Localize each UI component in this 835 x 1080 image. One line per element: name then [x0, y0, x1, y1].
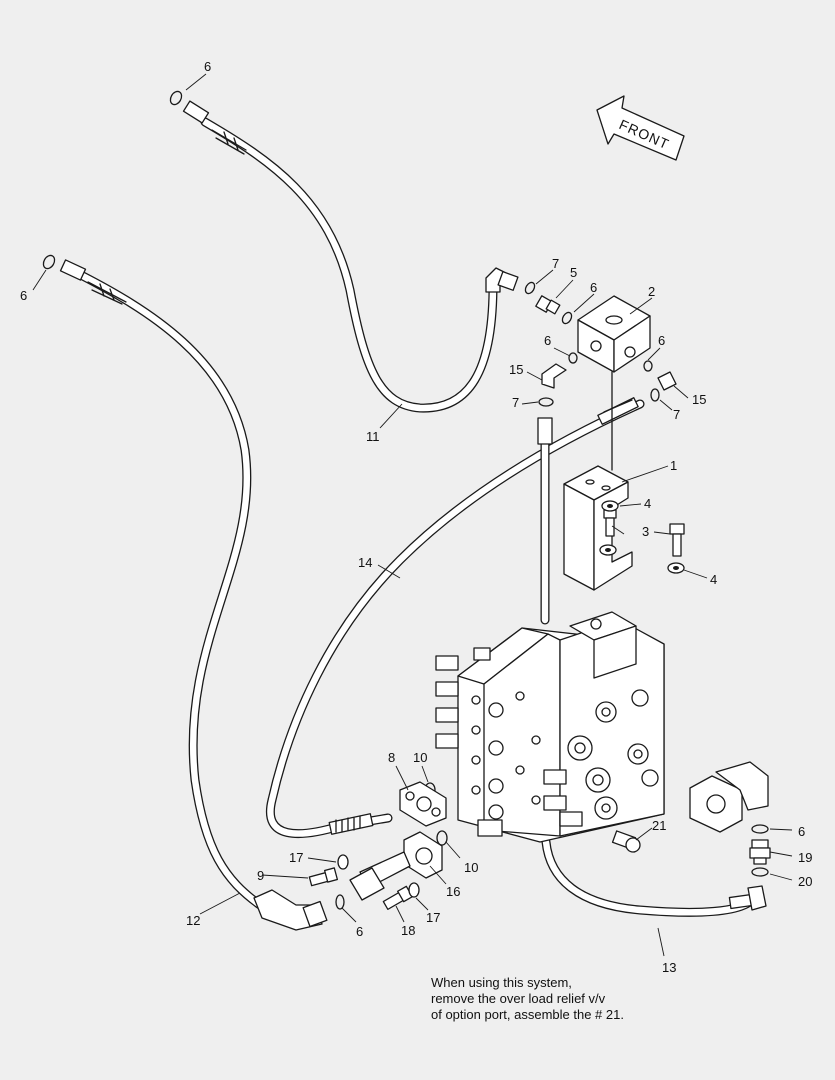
hose-12 — [59, 259, 328, 931]
washer-17a — [337, 854, 349, 870]
valve-spool-caps — [435, 647, 491, 749]
bracket-1 — [563, 465, 633, 591]
bolt-9 — [308, 867, 339, 887]
callout-6: 6 — [356, 924, 363, 939]
o-rings — [42, 90, 769, 910]
callout-7: 7 — [512, 395, 519, 410]
callout-13: 13 — [662, 960, 676, 975]
callout-1: 1 — [670, 458, 677, 473]
elbow-15a — [541, 363, 567, 389]
valve-face-holes — [471, 691, 541, 820]
callout-10: 10 — [464, 860, 478, 875]
callout-2: 2 — [648, 284, 655, 299]
flange-8 — [399, 781, 447, 827]
fitting-5 — [535, 295, 561, 315]
callout-numbers: 6 6 7 5 6 2 6 6 15 15 7 7 11 1 4 3 14 4 … — [20, 59, 812, 975]
callout-6: 6 — [590, 280, 597, 295]
callout-9: 9 — [257, 868, 264, 883]
washer-4a — [601, 500, 619, 512]
callout-17: 17 — [426, 910, 440, 925]
hose-11 — [182, 100, 519, 413]
note-line-2: remove the over load relief v/v — [431, 991, 606, 1006]
vertical-tube — [537, 417, 553, 625]
callout-6: 6 — [658, 333, 665, 348]
callout-10: 10 — [413, 750, 427, 765]
callout-19: 19 — [798, 850, 812, 865]
valve-side-ports — [567, 689, 659, 820]
bolt-18 — [382, 885, 413, 910]
callout-7: 7 — [673, 407, 680, 422]
callout-17: 17 — [289, 850, 303, 865]
callout-5: 5 — [570, 265, 577, 280]
leader-lines — [32, 73, 793, 957]
washer-4b — [667, 562, 685, 574]
callout-7: 7 — [552, 256, 559, 271]
valve-left-fittings — [477, 769, 583, 837]
callout-3: 3 — [642, 524, 649, 539]
callout-18: 18 — [401, 923, 415, 938]
bolt-near-bracket — [603, 509, 617, 537]
hose-13 — [541, 837, 767, 917]
callout-8: 8 — [388, 750, 395, 765]
connector-19 — [749, 839, 771, 865]
bolt-3 — [669, 523, 685, 557]
callout-20: 20 — [798, 874, 812, 889]
assembly-note: When using this system, remove the over … — [431, 975, 624, 1023]
note-line-1: When using this system, — [431, 975, 572, 990]
valve-block-2 — [577, 295, 651, 471]
flange-adapter-16 — [349, 831, 443, 901]
callout-11: 11 — [366, 429, 380, 444]
callout-15: 15 — [692, 392, 706, 407]
note-line-3: of option port, assemble the # 21. — [431, 1007, 624, 1022]
callout-6: 6 — [204, 59, 211, 74]
callout-4: 4 — [710, 572, 717, 587]
front-arrow: FRONT — [596, 95, 685, 161]
callout-16: 16 — [446, 884, 460, 899]
plug-21 — [611, 830, 641, 853]
callout-21: 21 — [652, 818, 666, 833]
elbow-15b — [657, 371, 677, 391]
washer-17b — [408, 882, 420, 898]
callout-14: 14 — [358, 555, 372, 570]
callout-15: 15 — [509, 362, 523, 377]
callout-6: 6 — [20, 288, 27, 303]
callout-4: 4 — [644, 496, 651, 511]
callout-6: 6 — [798, 824, 805, 839]
callout-6: 6 — [544, 333, 551, 348]
elbow-flange — [689, 761, 769, 833]
washer-4c — [599, 544, 617, 556]
main-control-valve — [435, 611, 665, 843]
hose-14 — [265, 397, 645, 838]
callout-12: 12 — [186, 913, 200, 928]
